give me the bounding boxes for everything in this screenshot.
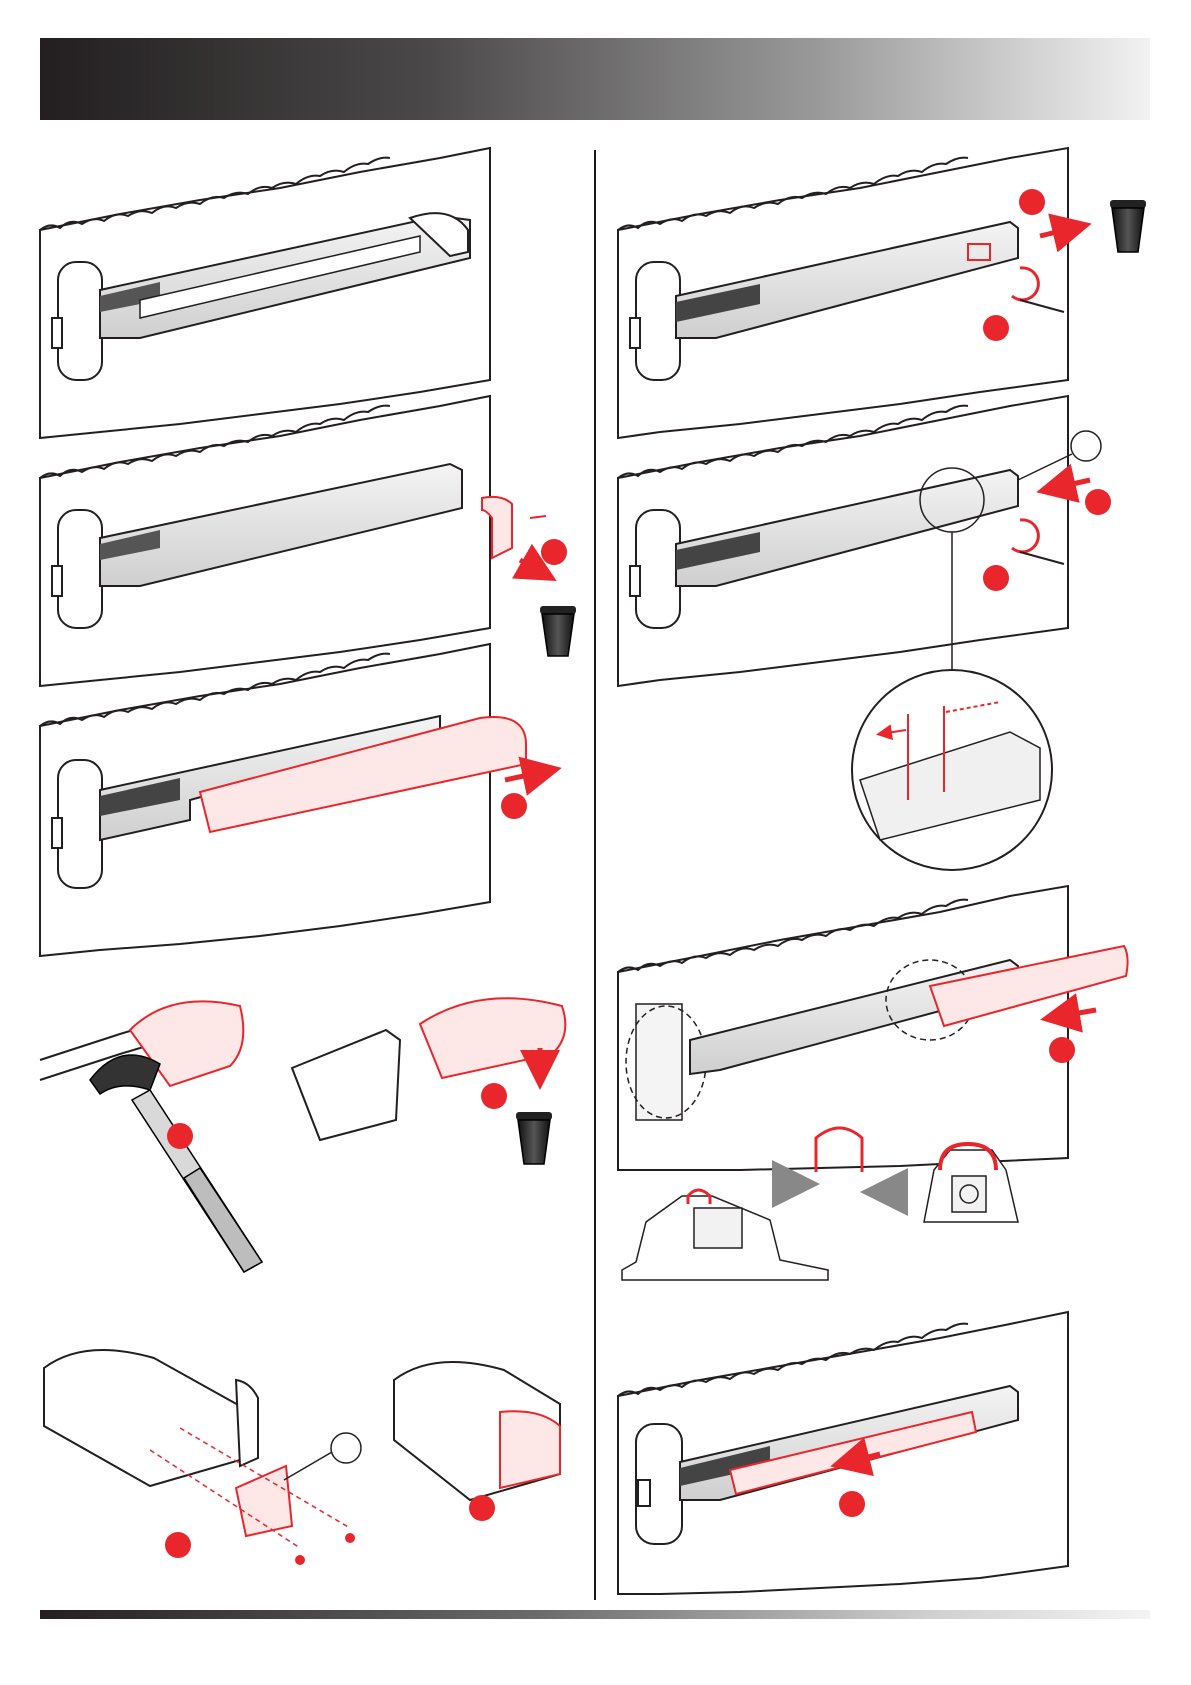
step-marker — [167, 1123, 193, 1149]
step-marker — [983, 565, 1009, 591]
screw-icon — [295, 1555, 305, 1565]
step-marker — [541, 539, 567, 565]
step-marker — [839, 1491, 865, 1517]
panel-slide-cover-off — [40, 644, 552, 956]
step-marker — [983, 315, 1009, 341]
hammer-icon — [90, 1055, 262, 1272]
panel-mount-complete — [40, 148, 490, 438]
step-marker — [1085, 489, 1111, 515]
panel-remove-rail-end — [618, 148, 1146, 438]
step-marker — [1049, 1037, 1075, 1063]
step-marker — [481, 1083, 507, 1109]
callout-circle — [1071, 431, 1101, 461]
panel-fit-new-end-cap — [44, 1350, 560, 1565]
magnifier-detail — [852, 670, 1052, 870]
step-marker — [1019, 189, 1045, 215]
step-marker — [165, 1532, 191, 1558]
panel-remove-end-cap — [40, 396, 576, 686]
panel-break-end-piece — [40, 998, 565, 1272]
panel-slide-cover-on — [618, 886, 1128, 1170]
screw-icon — [345, 1533, 355, 1543]
trash-icon — [516, 1112, 552, 1164]
trash-icon — [1110, 200, 1146, 252]
panel-push-bar-home — [618, 1312, 1068, 1594]
step-marker — [501, 793, 527, 819]
step-marker — [469, 1495, 495, 1521]
trash-icon — [540, 606, 576, 656]
panel-cut-rail — [618, 396, 1111, 870]
callout-circle — [331, 1433, 361, 1463]
